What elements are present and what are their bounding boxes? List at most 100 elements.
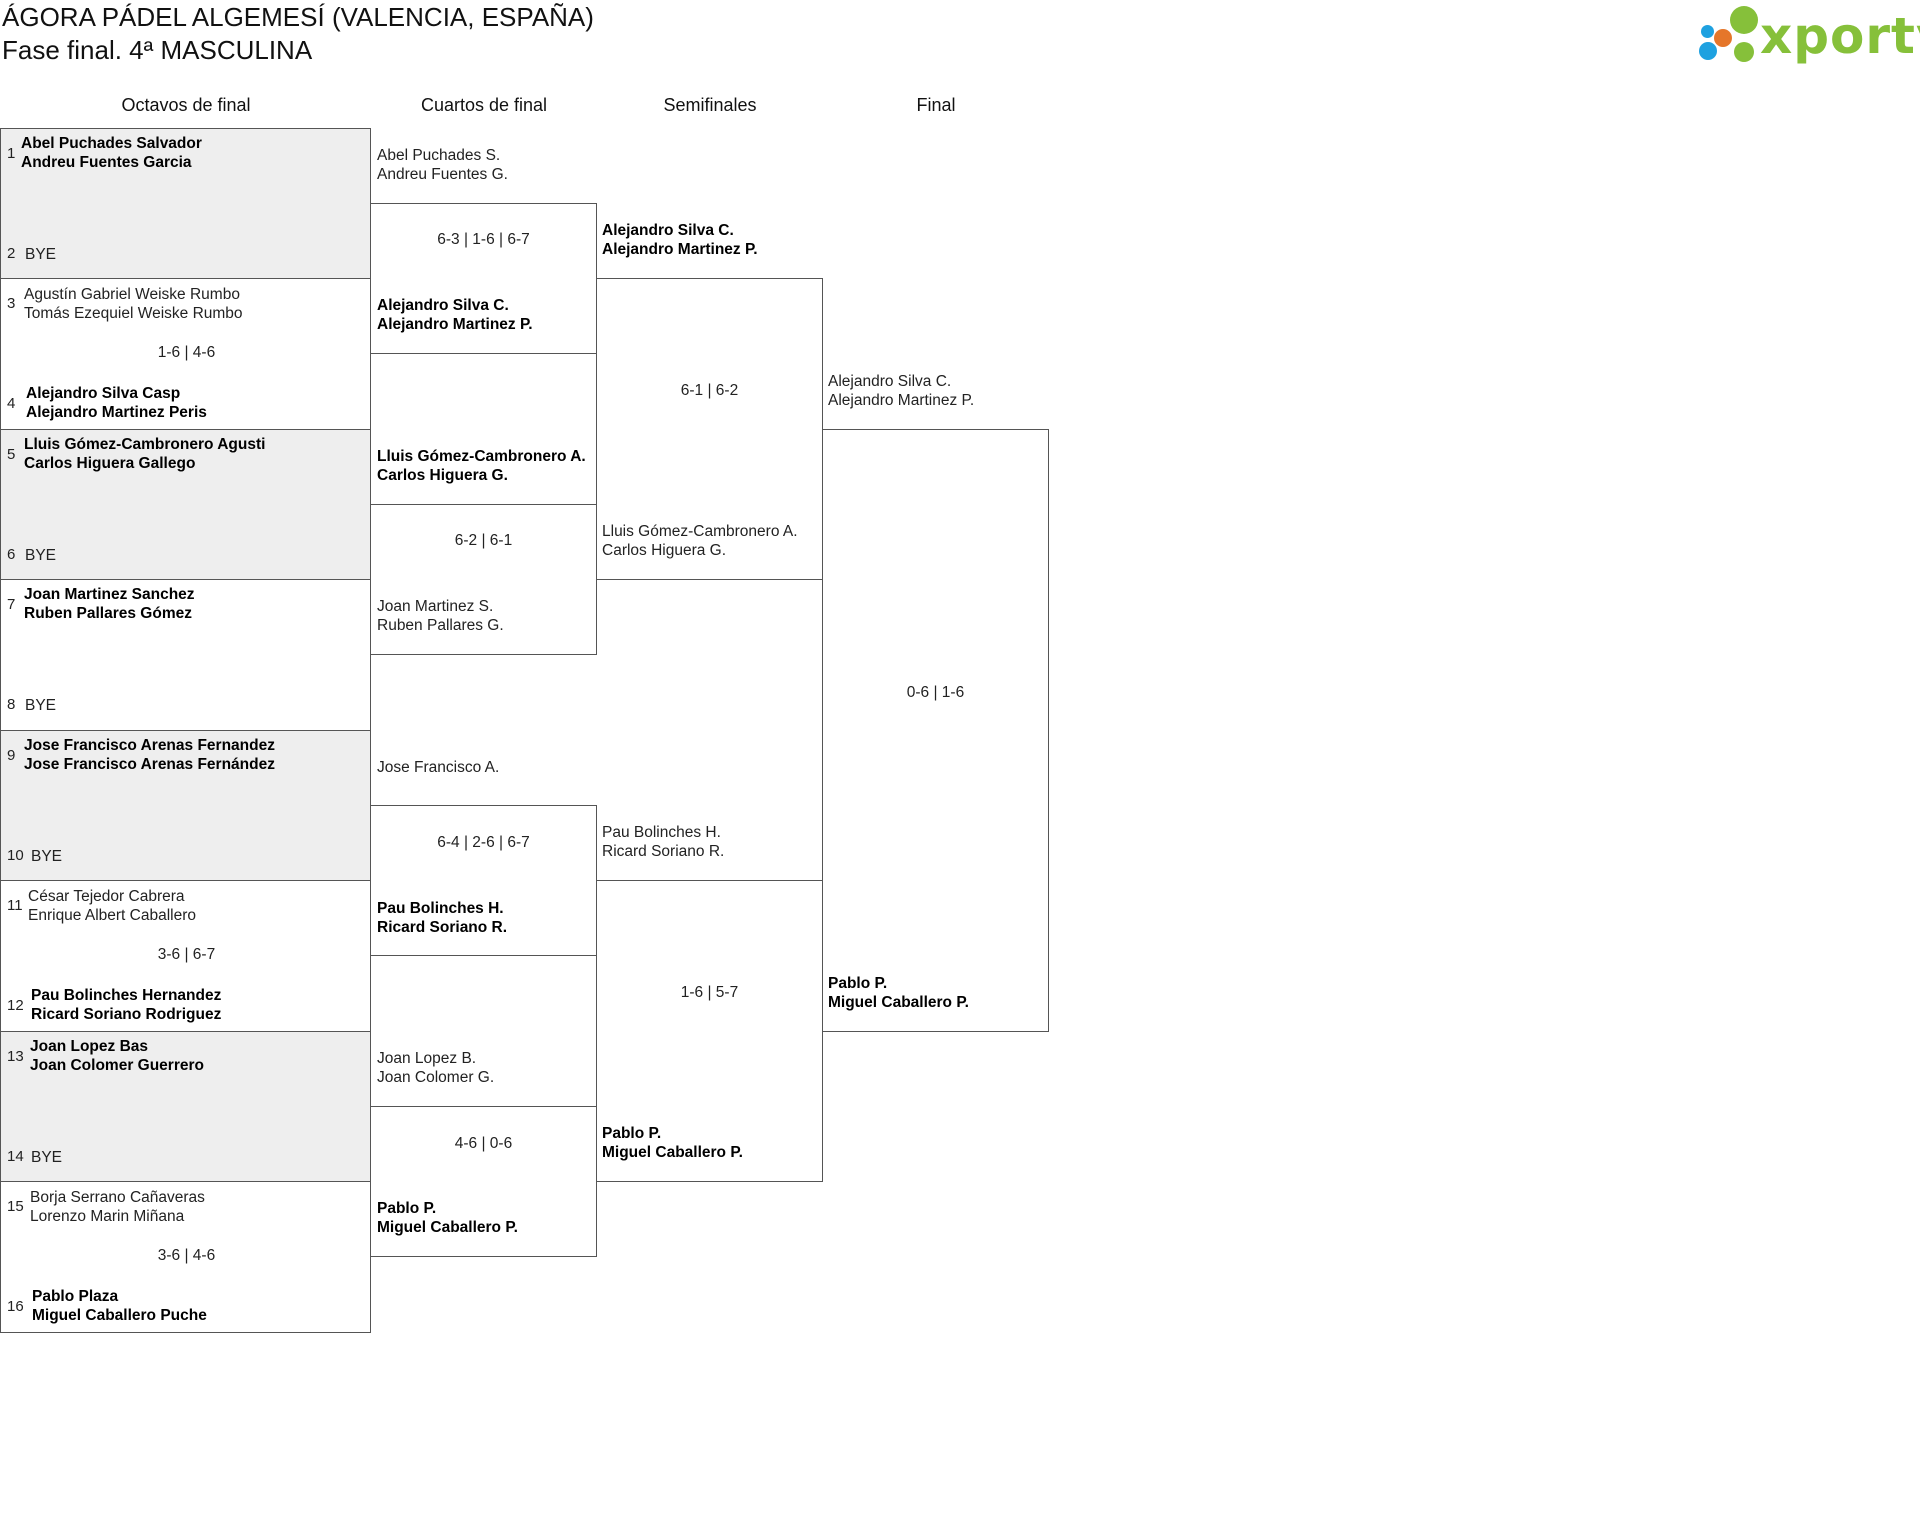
player-name: Pablo Plaza: [32, 1288, 119, 1305]
player-name: César Tejedor Cabrera: [28, 888, 185, 905]
player-name: Carlos Higuera Gallego: [24, 455, 196, 472]
seed-number: 15: [7, 1198, 24, 1215]
logo-text: xporty: [1760, 7, 1920, 65]
player-name: Joan Colomer Guerrero: [30, 1057, 204, 1074]
bye-label: BYE: [31, 848, 63, 865]
player-name: Joan Lopez Bas: [30, 1038, 148, 1055]
seed-number: 1: [7, 145, 16, 162]
player-name: Alejandro Martinez P.: [377, 316, 533, 333]
round-header-r16: Octavos de final: [121, 95, 251, 115]
r16-match-1: 1 Abel Puchades Salvador Andreu Fuentes …: [0, 128, 371, 279]
xporty-logo[interactable]: xporty: [1696, 0, 1920, 70]
player-name: Alejandro Silva Casp: [26, 385, 181, 402]
r16-match-5: 9 Jose Francisco Arenas Fernandez Jose F…: [0, 730, 371, 881]
match-score: 3-6 | 6-7: [157, 946, 216, 963]
seed-number: 11: [7, 897, 23, 914]
r16-match-2: 3 Agustín Gabriel Weiske Rumbo Tomás Eze…: [0, 278, 371, 430]
match-score: 3-6 | 4-6: [157, 1247, 216, 1264]
qf-2-team-b: Joan Martinez S. Ruben Pallares G.: [377, 597, 504, 635]
player-name: Joan Colomer G.: [377, 1069, 495, 1086]
sf-2-team-b: Pablo P. Miguel Caballero P.: [602, 1124, 743, 1162]
seed-number: 7: [7, 596, 16, 613]
final-score: 0-6 | 1-6: [906, 684, 965, 701]
team-b: BYE: [25, 696, 56, 715]
sf-1-score: 6-1 | 6-2: [680, 382, 739, 399]
player-name: Lorenzo Marin Miñana: [30, 1208, 185, 1225]
logo-dot-blue: [1699, 42, 1717, 60]
seed-number: 12: [7, 997, 24, 1014]
player-name: Miguel Caballero P.: [602, 1144, 743, 1161]
seed-number: 4: [7, 395, 16, 412]
seed-number: 6: [7, 546, 16, 563]
bye-label: BYE: [25, 697, 57, 714]
seed-number: 2: [7, 245, 16, 262]
player-name: Pablo P.: [377, 1200, 437, 1217]
qf-2-team-a: Lluis Gómez-Cambronero A. Carlos Higuera…: [377, 447, 586, 485]
player-name: Lluis Gómez-Cambronero A.: [602, 523, 798, 540]
player-name: Miguel Caballero P.: [828, 994, 969, 1011]
team-a: Borja Serrano Cañaveras Lorenzo Marin Mi…: [30, 1188, 205, 1226]
r16-match-6: 11 César Tejedor Cabrera Enrique Albert …: [0, 880, 371, 1032]
qf-1-score: 6-3 | 1-6 | 6-7: [437, 231, 530, 248]
bye-label: BYE: [25, 547, 57, 564]
player-name: Tomás Ezequiel Weiske Rumbo: [24, 305, 243, 322]
final-team-b: Pablo P. Miguel Caballero P.: [828, 974, 969, 1012]
player-name: Ricard Soriano R.: [602, 843, 725, 860]
player-name: Ricard Soriano Rodriguez: [31, 1006, 222, 1023]
r16-match-7: 13 Joan Lopez Bas Joan Colomer Guerrero …: [0, 1031, 371, 1182]
player-name: Pau Bolinches H.: [602, 824, 721, 841]
player-name: Alejandro Martinez Peris: [26, 404, 207, 421]
player-name: Lluis Gómez-Cambronero A.: [377, 448, 586, 465]
qf-4-team-a: Joan Lopez B. Joan Colomer G.: [377, 1049, 494, 1087]
player-name: Joan Martinez S.: [377, 598, 494, 615]
sf-1-team-a: Alejandro Silva C. Alejandro Martinez P.: [602, 221, 758, 259]
qf-3-score: 6-4 | 2-6 | 6-7: [437, 834, 530, 851]
player-name: Joan Lopez B.: [377, 1050, 477, 1067]
seed-number: 16: [7, 1298, 24, 1315]
qf-1-team-b: Alejandro Silva C. Alejandro Martinez P.: [377, 296, 533, 334]
seed-number: 3: [7, 295, 16, 312]
match-score: 1-6 | 4-6: [157, 344, 216, 361]
player-name: Andreu Fuentes Garcia: [21, 154, 192, 171]
qf-4-score: 4-6 | 0-6: [454, 1135, 513, 1152]
team-b: BYE: [25, 546, 56, 565]
r16-match-8: 15 Borja Serrano Cañaveras Lorenzo Marin…: [0, 1181, 371, 1333]
player-name: Carlos Higuera G.: [377, 467, 508, 484]
qf-3-team-b: Pau Bolinches H. Ricard Soriano R.: [377, 899, 507, 937]
team-b: Alejandro Silva Casp Alejandro Martinez …: [26, 384, 207, 422]
bye-label: BYE: [31, 1149, 63, 1166]
team-b: BYE: [31, 847, 62, 866]
player-name: Jose Francisco Arenas Fernandez: [24, 737, 275, 754]
player-name: Andreu Fuentes G.: [377, 166, 508, 183]
player-name: Pablo P.: [602, 1125, 662, 1142]
seed-number: 8: [7, 696, 16, 713]
team-a: Joan Martinez Sanchez Ruben Pallares Góm…: [24, 585, 195, 623]
player-name: Alejandro Martinez P.: [828, 392, 975, 409]
player-name: Lluis Gómez-Cambronero Agusti: [24, 436, 266, 453]
round-header-sf: Semifinales: [663, 95, 757, 115]
team-b: Pablo Plaza Miguel Caballero Puche: [32, 1287, 207, 1325]
player-name: Ruben Pallares G.: [377, 617, 504, 634]
qf-4-team-b: Pablo P. Miguel Caballero P.: [377, 1199, 518, 1237]
team-a: Joan Lopez Bas Joan Colomer Guerrero: [30, 1037, 204, 1075]
page-title: ÁGORA PÁDEL ALGEMESÍ (VALENCIA, ESPAÑA): [2, 2, 594, 32]
qf-3-team-a: Jose Francisco A.: [377, 758, 499, 777]
player-name: Ruben Pallares Gómez: [24, 605, 192, 622]
team-a: Abel Puchades Salvador Andreu Fuentes Ga…: [21, 134, 202, 172]
final-match-connector: [822, 429, 1049, 1032]
sf-2-team-a: Pau Bolinches H. Ricard Soriano R.: [602, 823, 724, 861]
player-name: Pablo P.: [828, 975, 888, 992]
sf-1-team-b: Lluis Gómez-Cambronero A. Carlos Higuera…: [602, 522, 798, 560]
logo-dot-green-small: [1734, 42, 1754, 62]
qf-2-score: 6-2 | 6-1: [454, 532, 513, 549]
team-a: Agustín Gabriel Weiske Rumbo Tomás Ezequ…: [24, 285, 243, 323]
seed-number: 10: [7, 847, 24, 864]
final-team-a: Alejandro Silva C. Alejandro Martinez P.: [828, 372, 974, 410]
seed-number: 9: [7, 747, 16, 764]
team-b: BYE: [25, 245, 56, 264]
player-name: Jose Francisco A.: [377, 759, 500, 776]
player-name: Miguel Caballero Puche: [32, 1307, 207, 1324]
player-name: Agustín Gabriel Weiske Rumbo: [24, 286, 240, 303]
player-name: Alejandro Silva C.: [377, 297, 509, 314]
logo-dot-green: [1730, 6, 1758, 34]
